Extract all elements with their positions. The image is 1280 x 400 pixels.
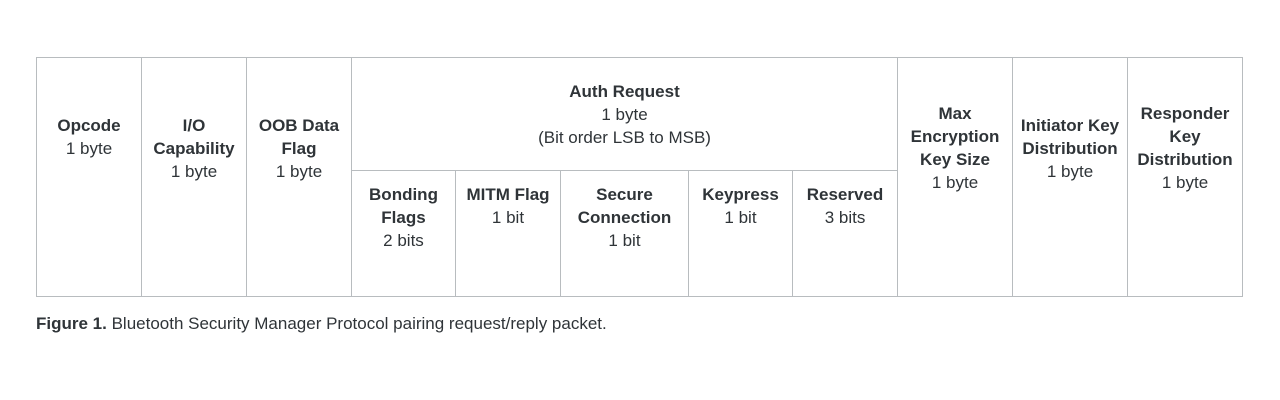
subfield-reserved: Reserved 3 bits bbox=[791, 170, 899, 297]
figure-caption-text: Bluetooth Security Manager Protocol pair… bbox=[106, 314, 607, 333]
field-name: Responder Key Distribution bbox=[1137, 104, 1233, 169]
field-name: Opcode bbox=[57, 116, 121, 135]
subfield-secure-connection: Secure Connection 1 bit bbox=[560, 170, 689, 297]
field-auth-request: Auth Request 1 byte (Bit order LSB to MS… bbox=[350, 57, 899, 171]
subfield-name: Bonding Flags bbox=[369, 185, 438, 227]
field-note: (Bit order LSB to MSB) bbox=[538, 127, 711, 147]
field-size: 1 byte bbox=[1161, 173, 1209, 192]
field-responder-key-distribution: Responder Key Distribution 1 byte bbox=[1127, 57, 1244, 297]
subfield-size: 2 bits bbox=[383, 231, 424, 250]
field-name: Auth Request bbox=[569, 81, 680, 101]
packet-diagram: Opcode 1 byte I/O Capability 1 byte OOB … bbox=[36, 57, 1244, 297]
subfield-keypress: Keypress 1 bit bbox=[688, 170, 793, 297]
subfield-name: Reserved bbox=[806, 185, 884, 204]
field-io-capability: I/O Capability 1 byte bbox=[141, 57, 247, 297]
subfield-name: Secure Connection bbox=[577, 185, 672, 227]
figure-caption-label: Figure 1. bbox=[36, 314, 107, 333]
field-max-encryption-key-size: Max Encryption Key Size 1 byte bbox=[897, 57, 1014, 297]
field-size: 1 byte bbox=[65, 139, 113, 158]
field-name: Max Encryption Key Size bbox=[910, 104, 1000, 169]
field-name: Initiator Key Distribution bbox=[1020, 115, 1120, 158]
subfield-size: 3 bits bbox=[824, 208, 866, 227]
field-size: 1 byte bbox=[931, 173, 979, 192]
subfield-size: 1 bit bbox=[608, 231, 641, 250]
field-name: I/O Capability bbox=[153, 115, 235, 158]
packet-table: Opcode 1 byte I/O Capability 1 byte OOB … bbox=[36, 57, 1244, 297]
field-name: OOB Data Flag bbox=[258, 115, 340, 158]
field-size: 1 byte bbox=[170, 161, 218, 181]
subfield-mitm-flag: MITM Flag 1 bit bbox=[455, 170, 561, 297]
field-size: 1 byte bbox=[601, 104, 648, 124]
subfield-size: 1 bit bbox=[724, 208, 757, 227]
field-opcode: Opcode 1 byte bbox=[36, 57, 142, 297]
subfield-name: Keypress bbox=[702, 185, 779, 204]
field-initiator-key-distribution: Initiator Key Distribution 1 byte bbox=[1012, 57, 1129, 297]
field-size: 1 byte bbox=[275, 161, 323, 181]
subfield-size: 1 bit bbox=[491, 208, 525, 227]
field-oob-data-flag: OOB Data Flag 1 byte bbox=[246, 57, 352, 297]
figure-caption: Figure 1. Bluetooth Security Manager Pro… bbox=[36, 314, 607, 334]
subfield-bonding-flags: Bonding Flags 2 bits bbox=[351, 170, 456, 297]
subfield-name: MITM Flag bbox=[466, 185, 550, 204]
field-size: 1 byte bbox=[1046, 161, 1094, 181]
